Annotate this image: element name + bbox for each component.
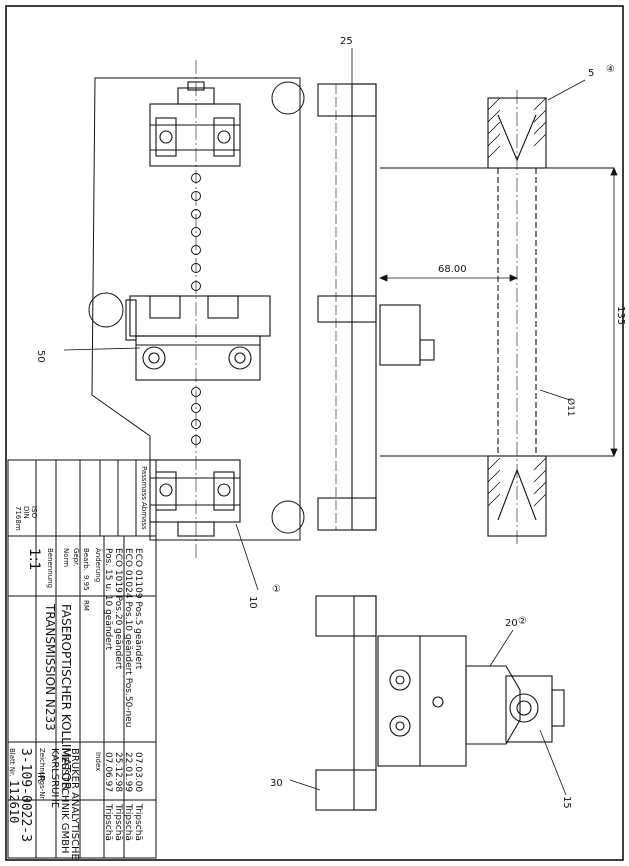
drawing-number-label: Zeichnungs-Nr. <box>38 748 46 801</box>
din-iso: ISO <box>30 506 38 519</box>
bearb-label: Bearb. <box>82 548 90 571</box>
sheet-border <box>5 5 624 861</box>
hatching <box>487 97 547 507</box>
benennung-label: Benennung <box>46 548 54 588</box>
title-line-2: TRANSMISSION N233 <box>43 603 57 731</box>
rev-mark-4: ④ <box>606 64 615 75</box>
rev-mark-2: ② <box>518 616 527 627</box>
change-name-4: Tripschä <box>133 803 143 841</box>
change-name-3: Tripschä <box>123 803 133 841</box>
lens-tube-section <box>380 90 614 546</box>
top-clamp-block <box>149 81 241 167</box>
drawn-by: IR <box>35 772 46 782</box>
sheet-number: 112610 <box>7 780 21 823</box>
label-pos-5: 5 <box>588 68 594 79</box>
change-date-4: 07.03.00 <box>133 752 143 792</box>
change-row-4: ECO 01109 Pos.5 geändert <box>133 548 143 670</box>
change-date-1: 07.06.97 <box>103 752 113 792</box>
change-name-1: Tripschä <box>103 803 113 841</box>
label-pos-20: 20 <box>505 618 518 629</box>
change-date-3: 22.01.99 <box>123 752 133 792</box>
label-pos-25: 25 <box>340 36 353 47</box>
gepr-label: Gepr. <box>72 548 80 567</box>
norm-label: Norm <box>62 548 70 567</box>
sheet-label: Blatt Nr. <box>8 748 16 776</box>
change-row-1: Pos. 15 u. 10 geändert <box>103 548 113 650</box>
title-line-1: FASEROPTISCHER KOLLIMATOR <box>59 604 73 790</box>
top-view-plate <box>88 60 305 560</box>
bearb-tag: 9.95 <box>82 575 90 591</box>
detail-view <box>315 595 565 811</box>
label-pos-15: 15 <box>561 796 572 809</box>
label-pos-10: 10 <box>247 596 258 609</box>
bottom-clamp-block <box>149 459 241 537</box>
din-din: DIN <box>22 506 30 519</box>
rev-mark-1: ① <box>272 584 281 595</box>
bearb-name: RM <box>82 600 90 611</box>
company-line-1: BRUKER ANALYTISCHE <box>69 748 80 860</box>
company-line-2: MESSTECHNIK GMBH <box>59 748 70 854</box>
change-row-2: ECO 1019 Pos.20 geändert <box>113 548 123 670</box>
label-pos-50: 50 <box>35 350 46 363</box>
change-row-3: ECO 01024 Pos.10 geändert Pos.50-neu <box>123 548 133 728</box>
dimension-bore: Ø11 <box>565 398 576 417</box>
change-name-2: Tripschä <box>113 803 123 841</box>
label-pos-30: 30 <box>270 778 283 789</box>
bolt-chain-lower <box>191 387 201 445</box>
bolt-chain-upper <box>191 173 201 291</box>
company-line-3: KARLSRUHE <box>49 748 60 808</box>
drawing-number: 3-109-0022-3 <box>18 748 33 842</box>
index-header: Index <box>94 752 102 771</box>
change-date-2: 25.12.98 <box>113 752 123 792</box>
din-7168: 7168m <box>14 506 22 531</box>
dimension-135: 135 <box>615 306 626 325</box>
changes-header: Änderung <box>94 548 103 582</box>
dimension-lines <box>378 166 618 458</box>
middle-holder <box>125 295 271 381</box>
leader-lines <box>63 48 586 796</box>
passmass-label: Passmass <box>140 466 148 500</box>
abmass-label: Abmass <box>140 502 148 530</box>
scale-value: 1:1 <box>26 548 42 571</box>
dimension-68: 68.00 <box>438 264 467 275</box>
side-view-rail <box>317 83 435 531</box>
title-block <box>7 459 157 859</box>
